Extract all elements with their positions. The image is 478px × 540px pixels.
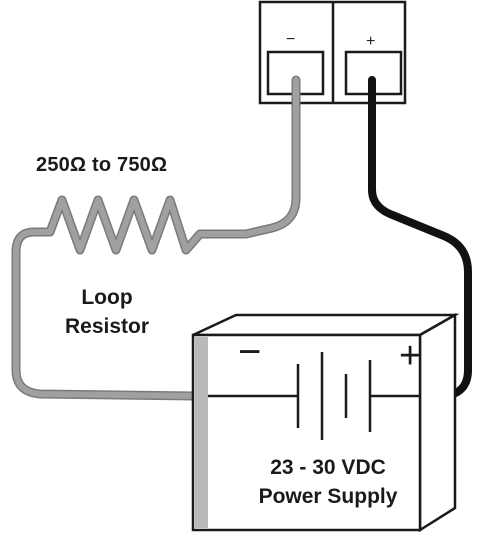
- terminal-block: [258, 0, 407, 105]
- power-supply-front: [191, 333, 422, 532]
- loop-resistor-line2: Resistor: [64, 315, 150, 338]
- loop-resistor-label: Loop Resistor: [54, 283, 160, 341]
- power-supply-top: [192, 313, 460, 337]
- battery-symbol: [208, 352, 420, 440]
- negative-wire: [13, 77, 299, 399]
- terminal-positive-label: +: [366, 33, 376, 50]
- terminal-negative-screw: [266, 50, 325, 96]
- resistor-value-label: 250Ω to 750Ω: [36, 154, 168, 176]
- power-supply-negative-label: −: [238, 330, 262, 374]
- loop-resistor-line1: Loop: [81, 286, 133, 309]
- positive-wire: [368, 76, 472, 400]
- power-supply-shade: [195, 337, 208, 528]
- power-supply-line1: 23 - 30 VDC: [270, 456, 386, 479]
- power-supply-positive-label: +: [399, 335, 422, 377]
- power-supply-label: 23 - 30 VDC Power Supply: [218, 453, 438, 511]
- power-supply-line2: Power Supply: [258, 485, 398, 508]
- power-supply-box: [191, 312, 460, 533]
- terminal-negative-label: −: [286, 31, 296, 48]
